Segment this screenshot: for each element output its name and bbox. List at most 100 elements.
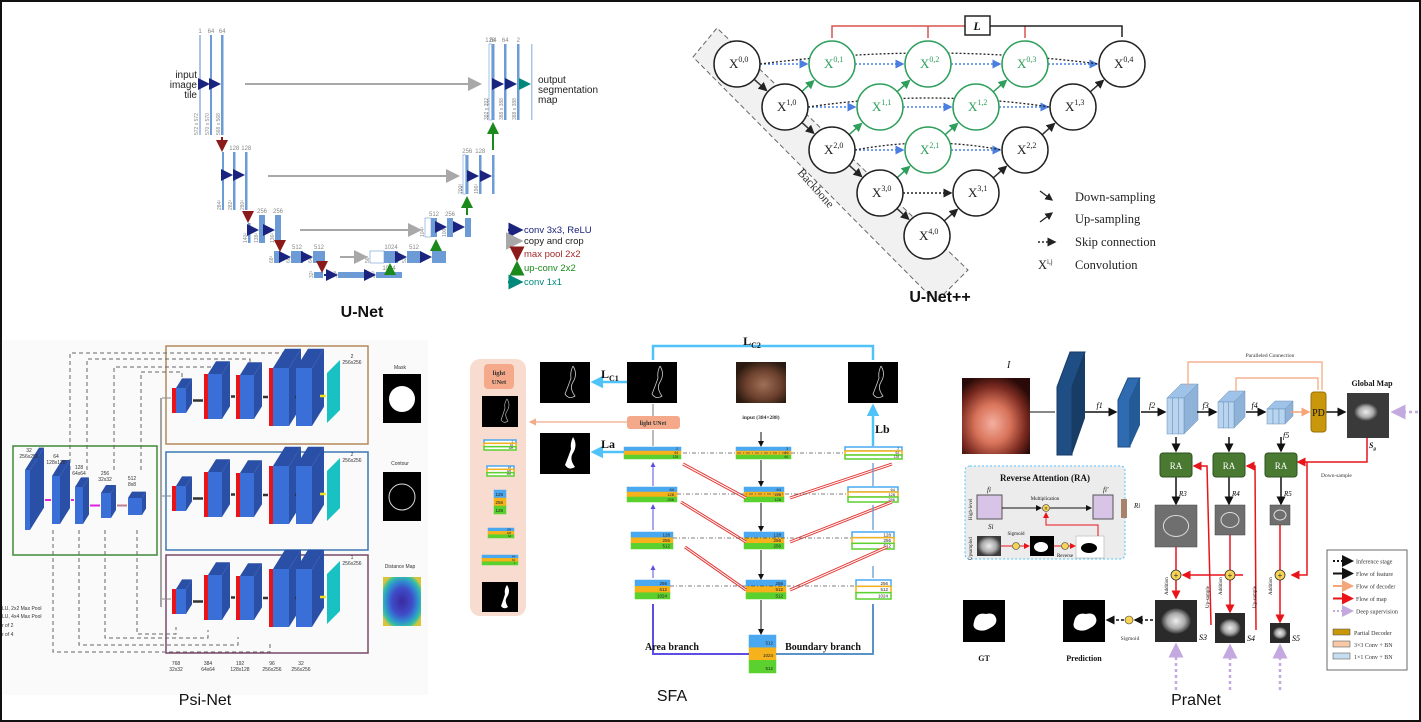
- attention-arrow-inner: [789, 463, 893, 499]
- light-unet-contour-image: [482, 396, 518, 427]
- channel-label: 2: [517, 38, 521, 44]
- sfa-boundary-output-image: [848, 362, 898, 403]
- channel-label: 512: [409, 245, 420, 251]
- legend-skip-connection: Skip connection: [1075, 235, 1157, 249]
- sfa-encoder-block-label: 256: [775, 581, 783, 586]
- channel-label: 1024: [384, 245, 398, 251]
- side-output-blob: [1161, 608, 1191, 634]
- gt-label: GT: [978, 654, 990, 663]
- ra-fi-prime-block: [1092, 494, 1114, 520]
- node-label: X0,3: [1017, 55, 1036, 71]
- sfa-encoder-block-row: [735, 446, 792, 452]
- encoder-ch-label: 128: [75, 465, 84, 471]
- feature-map: [245, 152, 248, 210]
- encoder-block-top: [52, 460, 70, 476]
- sfa-area-mask-image: [540, 433, 590, 474]
- area-branch-label: Area branch: [645, 642, 699, 653]
- r-label: R5: [1283, 490, 1292, 498]
- feature-label-f2: f2: [1149, 401, 1155, 410]
- ra-output-map: [1269, 504, 1291, 526]
- size-label: 68²: [269, 255, 275, 263]
- light-unet-panel-title-1: light: [493, 370, 506, 377]
- light-unet-block-label: 64: [508, 466, 511, 470]
- sfa-caption: SFA: [657, 688, 688, 705]
- feature-label-f4: f4: [1252, 401, 1258, 410]
- contour-ring: [388, 483, 416, 511]
- mask-shape: [565, 437, 576, 469]
- concat-block: [236, 375, 240, 419]
- feature-map: [466, 155, 469, 194]
- light-unet-block-label: 128: [507, 531, 512, 535]
- feature-map: [314, 272, 323, 278]
- reverse-attention-module: Reverse Attention (RA) fi fi' Multiplica…: [964, 465, 1140, 560]
- ra-block: [1264, 452, 1298, 478]
- sfa-boundary-decoder-block-label: 128: [888, 492, 895, 497]
- ra-fi-label: fi: [987, 486, 991, 494]
- skip-line: [113, 366, 219, 470]
- ra-output-map: [1154, 504, 1198, 548]
- paralleled-connection-label: Paralleled Connection: [1246, 353, 1295, 359]
- sfa-boundary-decoder-block-label: 512: [883, 544, 891, 549]
- decoder-block-side: [186, 579, 192, 614]
- reverse-blob: [1081, 543, 1097, 553]
- mask-shape: [501, 585, 509, 609]
- light-unet-block-label: 256: [495, 500, 503, 505]
- encoder-block: [25, 470, 30, 530]
- sfa-bottleneck-block-label: 512: [765, 641, 773, 646]
- loss-lc2-label: LC2: [743, 334, 761, 350]
- ra-upsampled-map: [977, 536, 1001, 556]
- encoder-block-top: [75, 477, 89, 487]
- size-label: 136²: [270, 233, 276, 243]
- light-unet-label: light UNet: [640, 421, 667, 427]
- channel-label: 64: [502, 38, 509, 44]
- ra-map-flow: [1043, 512, 1099, 536]
- left-legend-1: LU, 2x2 Max Pool: [2, 606, 41, 612]
- sfa-boundary-decoder-block-label: 2: [897, 447, 899, 451]
- distance-branch-box: [165, 554, 369, 654]
- size-label: 392 x 392: [484, 98, 490, 120]
- decoder-block: [240, 473, 254, 517]
- sfa-encoder-block-row: [743, 543, 785, 550]
- sfa-boundary-decoder-block-label: 256: [880, 581, 888, 586]
- light-unet-block-label: 256: [507, 472, 512, 476]
- light-block-slice: [1172, 397, 1179, 435]
- unetpp-edge: [1041, 122, 1056, 136]
- pranet-caption: PraNet: [1171, 692, 1221, 709]
- channel-label: 256: [462, 149, 473, 155]
- node-X2-0: [808, 126, 856, 174]
- legend-block-label: 1×1 Conv + BN: [1354, 655, 1393, 661]
- sfa-encoder-block-label: 64: [777, 487, 782, 492]
- loss-la-label: La: [601, 437, 615, 451]
- encoder-box: [12, 445, 158, 556]
- node-label: X0,0: [729, 55, 748, 71]
- feature-map: [462, 154, 466, 195]
- encoder-ch-label: 512: [128, 476, 137, 482]
- feature-map: [517, 44, 520, 120]
- legend-block-icon: [1332, 640, 1351, 648]
- concat-block: [204, 472, 208, 517]
- encoder-ch-label: 32: [26, 448, 32, 454]
- ra-fi-block: [976, 494, 1003, 520]
- light-unet-block-label: 1: [512, 440, 514, 444]
- decoder-block-side: [312, 446, 324, 524]
- skip-line: [78, 530, 239, 646]
- sfa-encoder-block-row: [743, 496, 785, 503]
- decoder-block-side: [254, 460, 262, 517]
- concat-block: [172, 486, 176, 511]
- up-sample-label: Up-sample: [1206, 585, 1211, 608]
- light-unet-block-label: 64: [508, 534, 511, 538]
- attention-arrow-inner: [789, 501, 893, 543]
- up-sampling-icon: [1039, 212, 1054, 223]
- sfa-area-decoder-block-label: 2: [676, 447, 678, 451]
- output-ch-label: 2: [351, 354, 354, 360]
- light-block-slice: [1166, 397, 1173, 435]
- decoder-block-side: [222, 459, 230, 517]
- node-X0-3: [1001, 40, 1049, 88]
- sfa-boundary-decoder-block-label: 64: [891, 487, 896, 492]
- feature-map: [221, 35, 224, 135]
- unetpp-edge: [848, 122, 863, 136]
- left-legend-3: r of 2: [2, 623, 14, 629]
- size-label: 570 x 570: [205, 113, 211, 135]
- node-X0-0: [713, 40, 761, 88]
